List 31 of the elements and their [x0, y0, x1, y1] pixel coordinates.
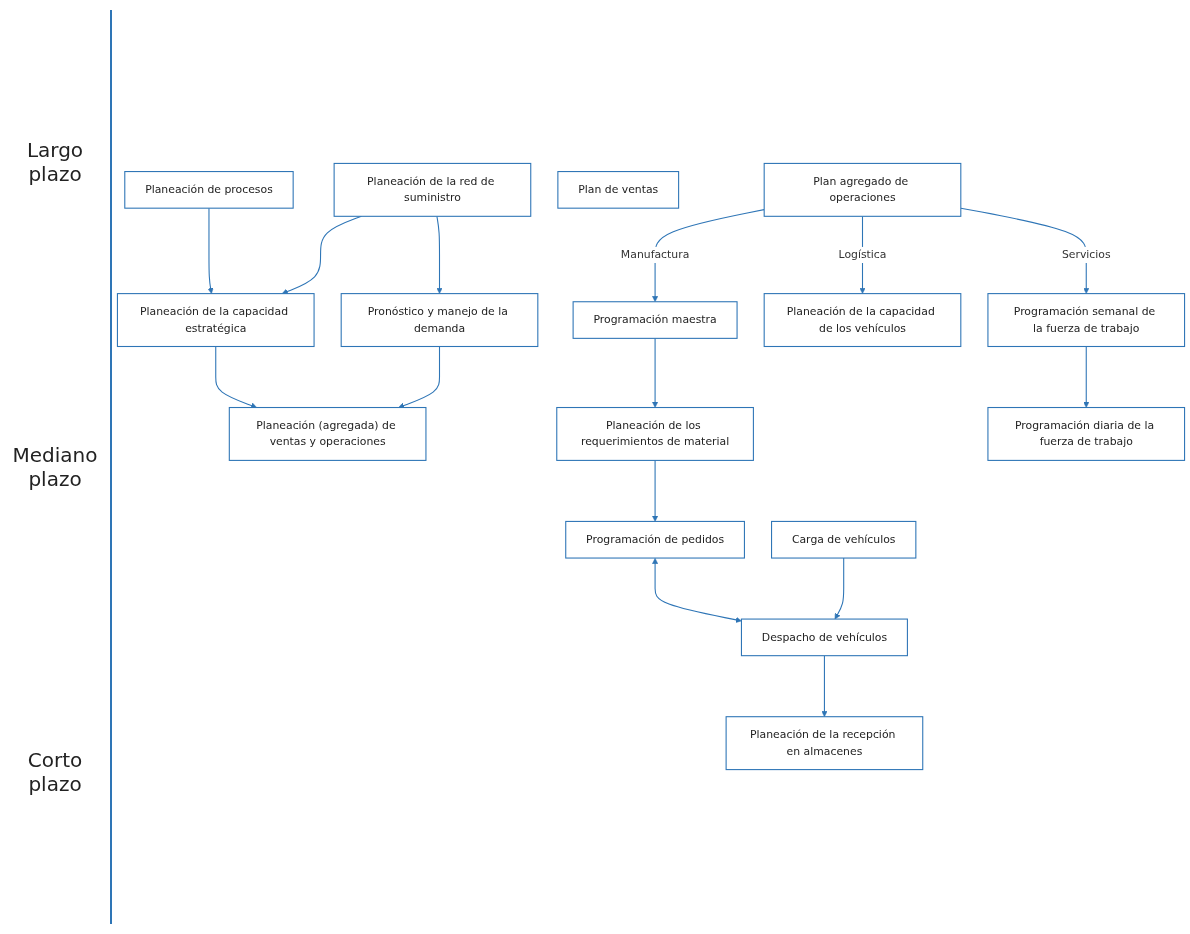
node-box: Programación semanal de la fuerza de trabajo: [987, 293, 1186, 348]
arrow: [207, 208, 214, 295]
edge-label: Logística: [838, 248, 887, 262]
arrow: [436, 216, 443, 295]
arrow: [834, 558, 845, 620]
arrow: [652, 558, 742, 624]
node-box: Planeación (agregada) de ventas y operaciones: [228, 407, 427, 462]
arrow: [215, 346, 257, 409]
edge-label: Manufactura: [620, 248, 690, 262]
arrow: [821, 655, 828, 718]
node-box: Plan agregado de operaciones: [763, 163, 962, 218]
node-box: Planeación de la capacidad de los vehículos: [763, 293, 962, 348]
node-box: Planeación de la recepción en almacenes: [725, 716, 924, 771]
node-box: Programación maestra: [572, 301, 738, 340]
node-box: Planeación de los requerimientos de material: [556, 407, 754, 462]
arrow: [960, 208, 1090, 295]
arrow: [652, 209, 765, 303]
node-box: Pronóstico y manejo de la demanda: [340, 293, 539, 348]
node-box: Plan de ventas: [557, 171, 680, 210]
arrow: [398, 346, 441, 409]
edge-label: Servicios: [1061, 248, 1111, 262]
node-box: Programación de pedidos: [565, 521, 745, 560]
arrow: [652, 338, 659, 409]
node-box: Planeación de procesos: [124, 171, 294, 210]
node-box: Planeación de la capacidad estratégica: [116, 293, 315, 348]
node-box: Carga de vehículos: [771, 521, 917, 560]
arrow: [1083, 346, 1090, 409]
node-box: Despacho de vehículos: [740, 619, 908, 657]
node-box: Programación diaria de la fuerza de trabajo: [987, 407, 1186, 462]
node-box: Planeación de la red de suministro: [333, 163, 532, 218]
arrow: [652, 460, 659, 523]
